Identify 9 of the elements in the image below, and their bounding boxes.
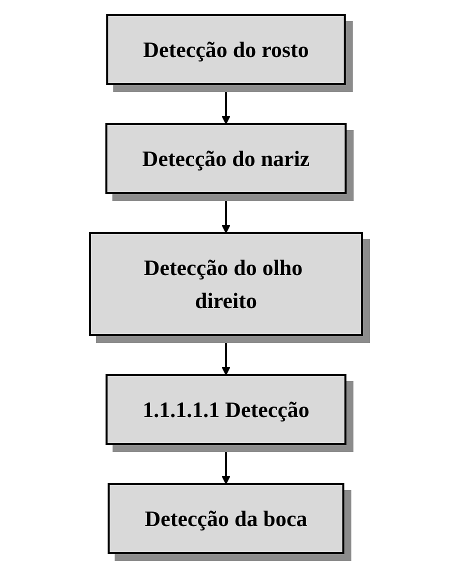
node-box: Detecção do rosto	[106, 14, 346, 84]
arrow	[222, 444, 230, 484]
node-box: Detecção do olho direito	[89, 232, 363, 336]
arrow	[222, 84, 230, 124]
node-box: 1.1.1.1.1 Detecção	[106, 374, 346, 444]
node-box: Detecção do nariz	[105, 122, 347, 194]
arrow	[222, 334, 230, 375]
arrow	[222, 192, 230, 233]
node-box: Detecção da boca	[108, 482, 344, 554]
